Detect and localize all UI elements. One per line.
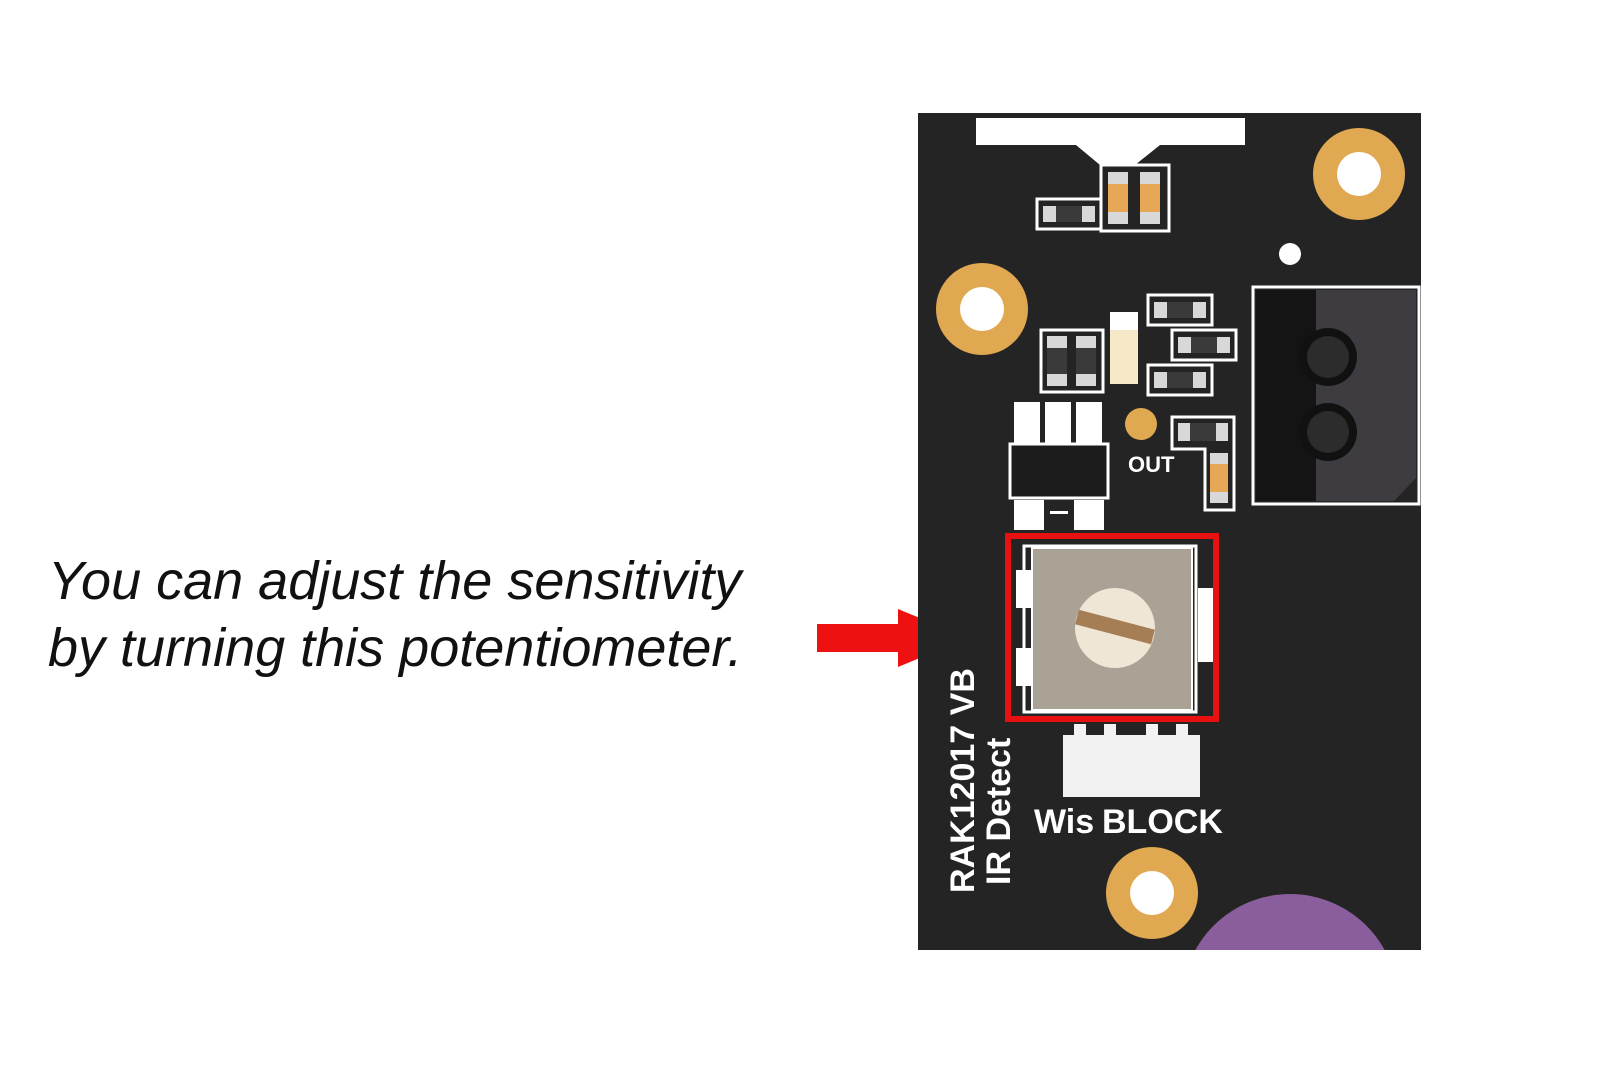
edge-connector (976, 118, 1245, 165)
mounting-hole (1106, 847, 1198, 939)
test-point (1125, 408, 1157, 440)
smd-component-group (1170, 415, 1236, 512)
model-label: RAK12017 VB (944, 668, 982, 893)
caption-line-2: by turning this potentiometer. (48, 618, 743, 678)
caption-line-1: You can adjust the sensitivity (48, 551, 742, 611)
smd-capacitor (1099, 163, 1171, 233)
fiducial-dot (1279, 243, 1301, 265)
potentiometer-icon (1016, 544, 1214, 714)
smd-resistor (1146, 363, 1214, 397)
wisblock-logo: Wis BLOCK (1034, 803, 1223, 841)
instruction-caption: You can adjust the sensitivity by turnin… (48, 548, 742, 682)
pcb-board: OUT (918, 113, 1421, 950)
smd-resistor (1170, 328, 1238, 362)
wisblock-connector (1063, 724, 1200, 797)
logo-wis: Wis (1034, 803, 1094, 841)
out-label: OUT (1128, 452, 1175, 477)
transistor (1008, 402, 1110, 530)
mounting-hole (936, 263, 1028, 355)
smd-resistor-pair (1039, 328, 1105, 394)
logo-block: BLOCK (1102, 803, 1223, 841)
function-label: IR Detect (980, 738, 1018, 885)
ir-sensor (1251, 285, 1421, 506)
purple-mark (1195, 894, 1385, 950)
smd-resistor (1035, 197, 1103, 231)
led-component (1110, 312, 1138, 384)
mounting-hole (1313, 128, 1405, 220)
smd-resistor (1146, 293, 1214, 327)
highlight-box (1005, 533, 1219, 722)
